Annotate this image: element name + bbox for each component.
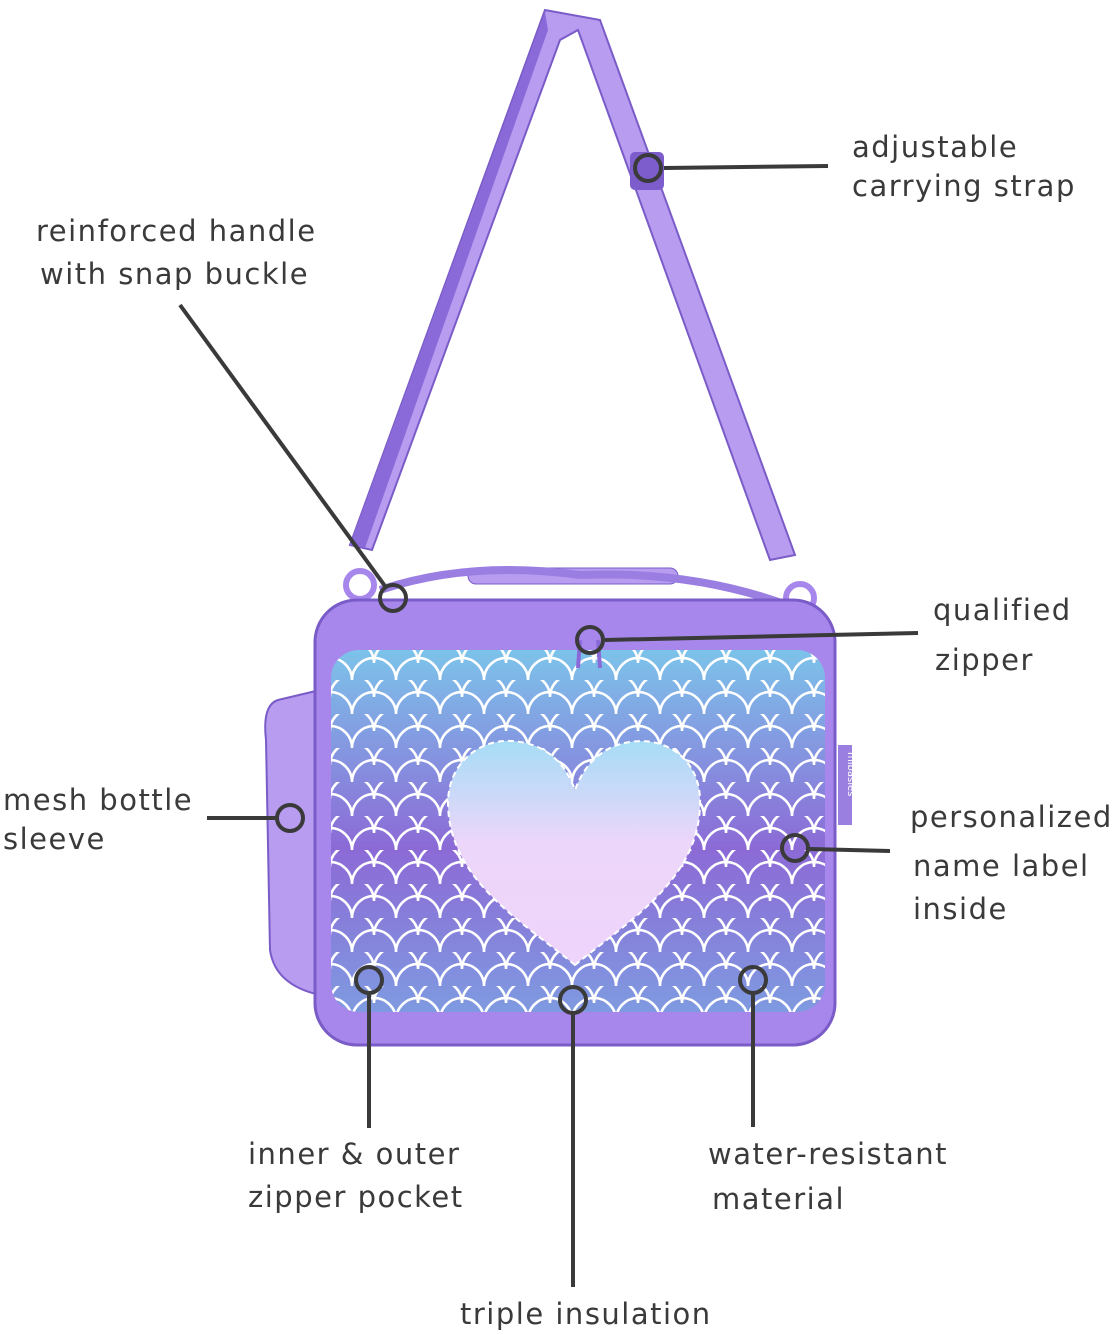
callout-mesh-line2: sleeve: [3, 822, 106, 856]
callout-zipper-line2: zipper: [935, 643, 1034, 677]
callout-strap-line2: carrying strap: [852, 169, 1076, 203]
callout-lines: [178, 153, 919, 1287]
callout-label-line1: personalized: [910, 800, 1113, 834]
callout-label-line3: inside: [913, 892, 1008, 926]
callout-handle-line1: reinforced handle: [36, 214, 317, 248]
shoulder-strap: [348, 8, 797, 562]
mesh-pocket: [264, 688, 321, 997]
callout-water-line1: water-resistant: [708, 1137, 949, 1171]
brand-tag-text: mibasies: [845, 752, 856, 796]
callout-insulation: triple insulation: [460, 1297, 712, 1331]
heart-patch: [446, 739, 702, 967]
callout-label-line2: name label: [913, 849, 1090, 883]
brand-tag: [838, 745, 852, 825]
callout-handle-line2: with snap buckle: [40, 257, 310, 291]
left-clip-ring: [343, 568, 377, 602]
callout-strap-line1: adjustable: [852, 130, 1019, 164]
callout-pocket-line1: inner & outer: [248, 1137, 461, 1171]
callout-mesh-line1: mesh bottle: [3, 783, 194, 817]
callout-water-line2: material: [712, 1182, 846, 1216]
callout-zipper-line1: qualified: [933, 593, 1072, 627]
callout-pocket-line2: zipper pocket: [248, 1180, 464, 1214]
